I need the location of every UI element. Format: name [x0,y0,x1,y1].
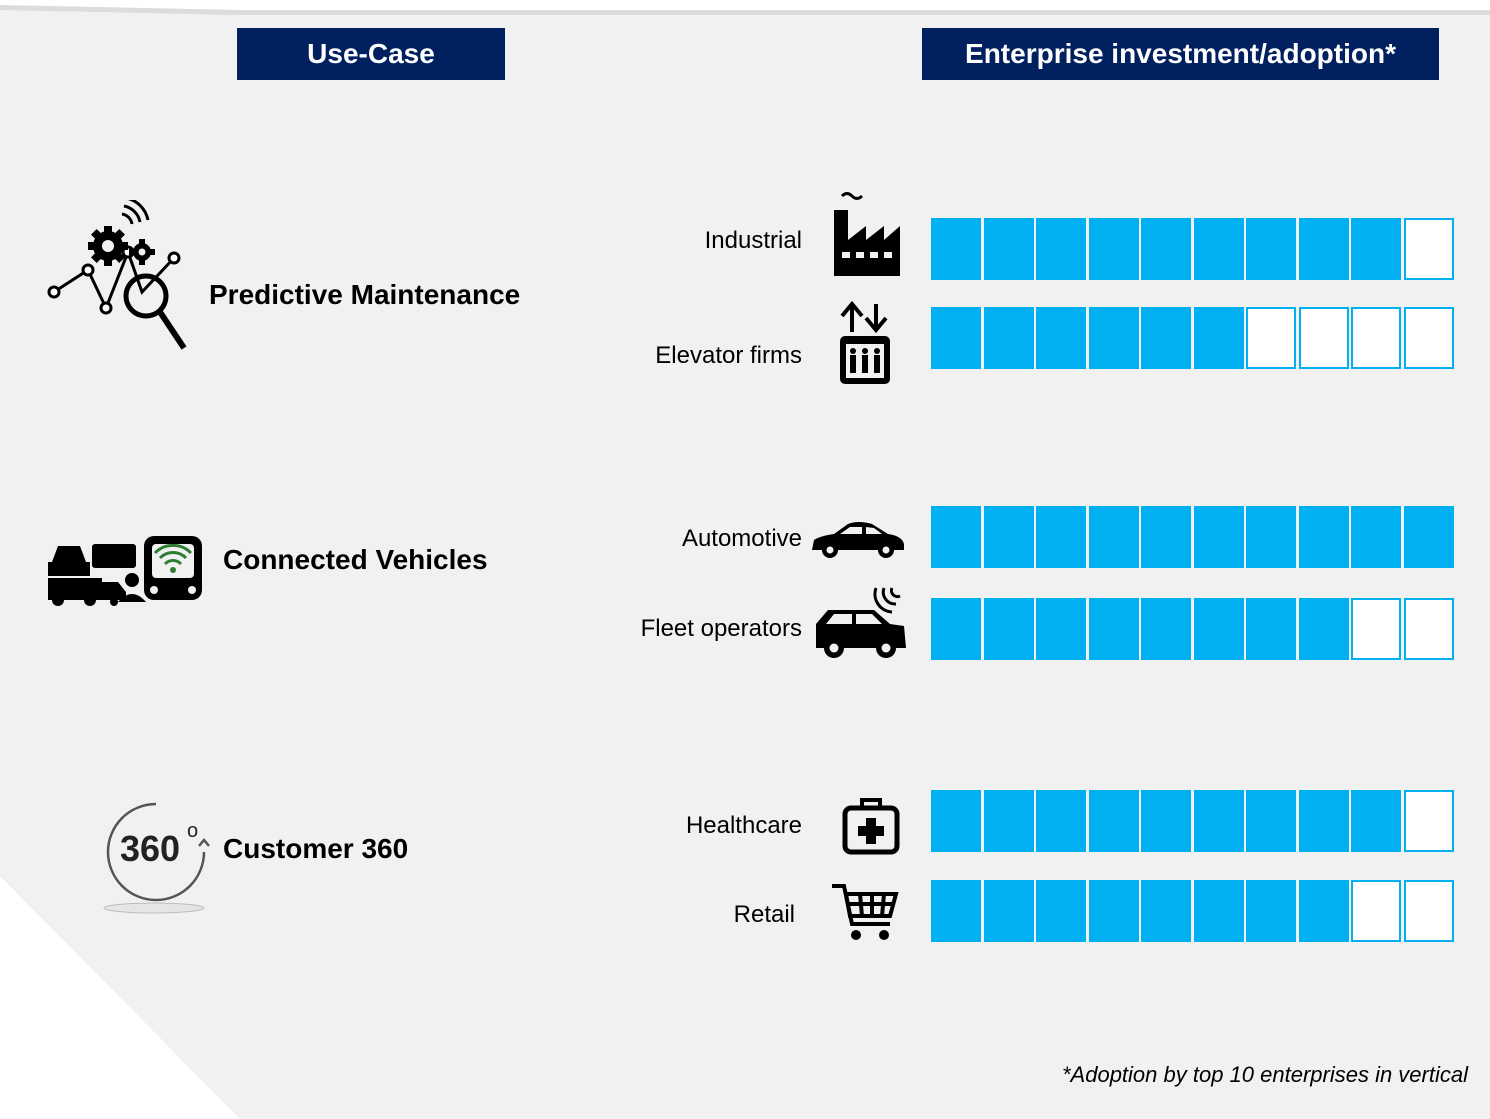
bar-segment-filled [1088,307,1139,369]
bar-segment-filled [1351,218,1402,280]
industry-label-fleet-operators: Fleet operators [640,615,802,642]
adoption-bar-automotive [931,506,1454,568]
industry-label-elevator-firms: Elevator firms [655,342,802,369]
footnote: *Adoption by top 10 enterprises in verti… [1061,1062,1468,1087]
bar-segment-filled [1193,506,1244,568]
connected-suv-icon [816,587,906,658]
bar-segment-filled [1298,790,1349,852]
bar-segment-filled [1141,506,1192,568]
bar-segment-filled [931,790,981,852]
industry-label-healthcare: Healthcare [685,812,802,839]
bar-segment-filled [931,307,981,369]
bar-segment-filled [983,790,1034,852]
bar-segment-filled [1088,506,1139,568]
bar-segment-filled [1193,307,1244,369]
bar-segment-filled [1193,218,1244,280]
bar-segment-filled [1088,218,1139,280]
bar-segment-empty [1351,307,1402,369]
bar-segment-empty [1404,598,1454,660]
use-case-predictive-maintenance: Predictive Maintenance [209,279,521,310]
bar-segment-filled [1351,790,1402,852]
use-case-connected-vehicles: Connected Vehicles [223,544,488,575]
bar-segment-filled [931,598,981,660]
industry-label-industrial: Industrial [704,227,802,254]
bar-segment-empty [1404,307,1454,369]
bar-segment-filled [1141,790,1192,852]
bar-segment-empty [1404,880,1454,942]
medical-kit-icon [842,798,900,855]
bar-segment-filled [1193,790,1244,852]
use-case-header: Use-Case [237,28,505,80]
industry-label-retail: Retail [733,901,795,928]
bar-segment-filled [1036,880,1087,942]
factory-icon [834,192,900,276]
bar-segment-filled [1246,598,1297,660]
bar-segment-empty [1298,307,1349,369]
bar-segment-filled [1141,598,1192,660]
adoption-bar-retail [931,880,1454,942]
bar-segment-filled [1246,218,1297,280]
bar-segment-empty [1351,880,1402,942]
industry-label-automotive: Automotive [681,525,802,552]
car-icon [812,522,904,558]
adoption-bar-industrial [931,218,1454,280]
connected-vehicles-icon [48,536,202,606]
bar-segment-filled [983,307,1034,369]
adoption-bar-healthcare [931,790,1454,852]
bar-segment-filled [1193,598,1244,660]
bar-segment-empty [1246,307,1297,369]
bar-segment-filled [1036,790,1087,852]
bar-segment-empty [1404,218,1454,280]
bar-segment-filled [1036,598,1087,660]
bar-segment-filled [1141,307,1192,369]
bar-segment-filled [1088,598,1139,660]
bar-segment-filled [1088,790,1139,852]
bar-segment-filled [1246,506,1297,568]
bar-segment-filled [1088,880,1139,942]
bar-segment-filled [1298,598,1349,660]
bar-segment-filled [1036,307,1087,369]
bar-segment-filled [1404,506,1454,568]
shopping-cart-icon [832,884,899,940]
bar-segment-filled [1298,506,1349,568]
adoption-header: Enterprise investment/adoption* [922,28,1439,80]
bar-segment-filled [1036,218,1087,280]
adoption-bar-fleet-operators [931,598,1454,660]
bar-segment-filled [983,880,1034,942]
adoption-bar-elevator-firms [931,307,1454,369]
bar-segment-filled [983,218,1034,280]
bar-segment-empty [1351,598,1402,660]
bar-segment-filled [1246,880,1297,942]
bar-segment-filled [1246,790,1297,852]
bar-segment-filled [931,218,981,280]
bar-segment-filled [1351,506,1402,568]
bar-segment-filled [1036,506,1087,568]
bar-segment-filled [1141,218,1192,280]
bar-segment-filled [1193,880,1244,942]
circular-arrow-icon [103,802,210,914]
icon-360-text: 360 [120,828,181,869]
customer-360-icon: 360 o [100,798,212,918]
bar-segment-filled [1141,880,1192,942]
bar-segment-filled [983,506,1034,568]
elevator-icon [840,300,890,384]
use-case-customer-360: Customer 360 [223,833,409,864]
predictive-maintenance-icon [47,200,187,350]
bar-segment-empty [1404,790,1454,852]
bar-segment-filled [1298,218,1349,280]
bar-segment-filled [1298,880,1349,942]
bar-segment-filled [931,880,981,942]
icon-360-degree: o [187,820,199,842]
bar-segment-filled [983,598,1034,660]
bar-segment-filled [931,506,981,568]
